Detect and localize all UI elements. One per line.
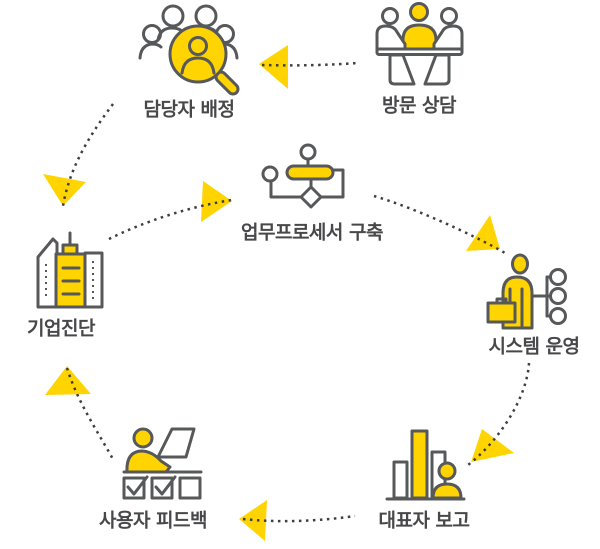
arrow-report-to-feedback [239, 500, 356, 541]
person-checklist-icon [122, 427, 203, 500]
people-search-icon [138, 4, 240, 96]
arrowhead-icon [259, 45, 288, 89]
node-label-visit-consulting: 방문 상담 [381, 94, 457, 117]
node-label-process-build: 업무프로세서 구축 [241, 221, 383, 244]
dotted-line [261, 61, 359, 67]
node-label-system-operation: 시스템 운영 [488, 335, 580, 358]
meeting-icon [375, 2, 464, 86]
flowchart-icon [261, 143, 345, 209]
arrowhead-icon [43, 174, 86, 206]
dotted-line [373, 194, 506, 255]
node-label-company-diagnosis: 기업진단 [27, 317, 95, 340]
arrowhead-icon [466, 215, 500, 251]
node-label-ceo-report: 대표자 보고 [378, 509, 470, 532]
dotted-line [108, 198, 233, 241]
arrow-assign-to-diagnosis [43, 103, 115, 207]
arrow-system-to-report [467, 362, 531, 466]
bar-chart-person-icon [385, 429, 466, 501]
arrowhead-icon [239, 500, 267, 541]
buildings-icon [36, 231, 104, 309]
dotted-line [242, 514, 356, 523]
arrow-diagnosis-to-process [108, 181, 233, 241]
person-network-icon [486, 253, 567, 330]
arrowhead-icon [45, 366, 91, 395]
arrowhead-icon [471, 429, 514, 462]
node-label-assign-manager: 담당자 배정 [143, 98, 235, 121]
arrow-consult-to-assign [259, 45, 359, 89]
node-label-user-feedback: 사용자 피드백 [99, 509, 208, 532]
arrow-feedback-to-diagnosis [45, 366, 116, 462]
arrow-process-to-system [373, 194, 506, 255]
